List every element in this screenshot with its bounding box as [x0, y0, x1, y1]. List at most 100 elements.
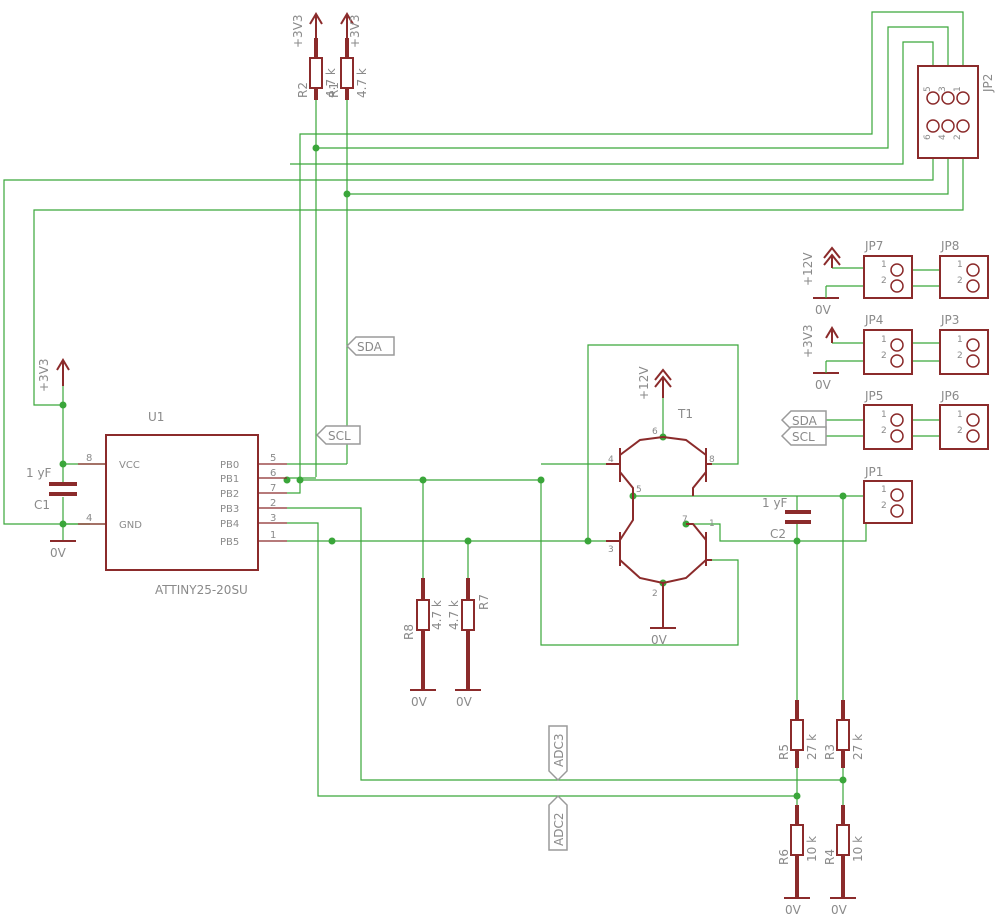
gnd-label-r4: 0V	[831, 903, 848, 917]
t1-pin-5: 5	[636, 485, 642, 495]
supply-3v3-u1: +3V3	[37, 358, 70, 392]
jp5-pin-2: 2	[881, 426, 887, 436]
connector-jp2[interactable]: 5 3 1 6 4 2 JP2	[917, 65, 995, 159]
u1-pin-label-pb4: PB4	[220, 519, 239, 530]
c1-name: C1	[34, 498, 50, 512]
resistor-r7[interactable]: 4.7 k R7	[447, 578, 491, 690]
u1-pin-num-pb0: 5	[270, 453, 276, 464]
jp2-pin-5: 5	[923, 86, 933, 92]
supply-3v3-r2: +3V3	[291, 12, 323, 48]
connector-jp8[interactable]: 1 2 JP8	[939, 239, 989, 299]
r6-value: 10 k	[805, 836, 819, 862]
u1-pin-label-vcc: VCC	[119, 460, 140, 471]
gnd-label-jp4: 0V	[815, 378, 832, 392]
net-adc3-text: ADC3	[552, 734, 566, 767]
jp4-pin-1: 1	[881, 335, 887, 345]
jp5-name: JP5	[864, 389, 883, 403]
r5-value: 27 k	[805, 734, 819, 760]
resistor-r1[interactable]: R1 4.7 k	[327, 38, 369, 100]
connector-jp4[interactable]: 1 2 JP4	[863, 313, 913, 375]
capacitor-c1[interactable]: 1 yF C1	[26, 466, 77, 512]
connector-jp3[interactable]: 1 2 JP3	[939, 313, 989, 375]
connector-jp1[interactable]: 1 2 JP1	[863, 465, 913, 524]
jp2-pin-3: 3	[938, 86, 948, 92]
jp8-pin-2: 2	[957, 276, 963, 286]
r5-name: R5	[777, 744, 791, 760]
net-sda-text: SDA	[357, 340, 383, 354]
u1-pin-num-pb1: 6	[270, 468, 276, 479]
t1-pin-8: 8	[709, 455, 715, 465]
gnd-label-r6: 0V	[785, 903, 802, 917]
connector-jp5[interactable]: 1 2 JP5	[863, 389, 913, 450]
u1-pin-num-vcc: 8	[86, 453, 92, 464]
u1-pin-num-pb3: 2	[270, 498, 276, 509]
r4-value: 10 k	[851, 836, 865, 862]
r2-value: 4.7 k	[324, 68, 338, 98]
u1-name: U1	[148, 410, 164, 424]
jp2-name: JP2	[981, 74, 995, 93]
t1-pin-2: 2	[652, 589, 658, 599]
jp8-pin-1: 1	[957, 260, 963, 270]
net-scl-text: SCL	[328, 429, 351, 443]
r7-value: 4.7 k	[447, 600, 461, 630]
supply-3v3-label-r1: +3V3	[348, 14, 362, 48]
jp7-pin-1: 1	[881, 260, 887, 270]
jp2-pin-2: 2	[953, 134, 963, 140]
net-label-scl-jp5: SCL	[780, 426, 827, 446]
gnd-label-t1: 0V	[651, 633, 668, 647]
connector-jp7[interactable]: 1 2 JP7	[863, 239, 913, 299]
c2-value: 1 yF	[762, 496, 788, 510]
t1-pin-6: 6	[652, 427, 658, 437]
net-adc2-text: ADC2	[552, 813, 566, 846]
supply-12v-t1: +12V	[637, 366, 672, 400]
resistor-r2[interactable]: R2 4.7 k	[296, 38, 338, 100]
resistor-r4[interactable]: R4 10 k	[823, 805, 865, 898]
connector-jp6[interactable]: 1 2 JP6	[939, 389, 989, 450]
u1-chip[interactable]: U1 ATTINY25-20SU VCC 8 GND 4 PB0 5 PB1 6…	[78, 410, 287, 597]
u1-pin-label-pb2: PB2	[220, 489, 239, 500]
supply-12v-label-jp7: +12V	[801, 252, 815, 286]
jp6-pin-2: 2	[957, 426, 963, 436]
jp4-pin-2: 2	[881, 351, 887, 361]
jp3-name: JP3	[940, 313, 959, 327]
net-label-adc3: ADC3	[548, 725, 568, 782]
c2-name: C2	[770, 527, 786, 541]
resistor-r5[interactable]: R5 27 k	[777, 700, 819, 768]
gnd-label-r7: 0V	[456, 695, 473, 709]
r4-name: R4	[823, 849, 837, 865]
resistor-r3[interactable]: R3 27 k	[823, 700, 865, 768]
capacitor-c2[interactable]: 1 yF C2	[762, 496, 811, 541]
supply-3v3-jp4: +3V3	[801, 324, 839, 358]
gnd-label-jp7: 0V	[815, 303, 832, 317]
u1-pin-label-pb0: PB0	[220, 460, 239, 471]
gnd-label-c1: 0V	[50, 546, 67, 560]
jp1-name: JP1	[864, 465, 883, 479]
resistor-r8[interactable]: R8 4.7 k	[402, 578, 444, 690]
supply-12v-jp7: +12V	[801, 246, 841, 286]
u1-pin-label-pb5: PB5	[220, 537, 239, 548]
resistor-r6[interactable]: R6 10 k	[777, 805, 819, 898]
jp2-pin-1: 1	[953, 86, 963, 92]
supply-3v3-label-jp4: +3V3	[801, 324, 815, 358]
net-label-sda-jp5: SDA	[780, 410, 827, 430]
u1-pin-label-gnd: GND	[119, 520, 142, 531]
jp2-pin-4: 4	[938, 134, 948, 140]
r8-value: 4.7 k	[430, 600, 444, 630]
r6-name: R6	[777, 849, 791, 865]
jp7-pin-2: 2	[881, 276, 887, 286]
t1-pin-3: 3	[608, 545, 614, 555]
r1-name: R1	[327, 82, 341, 98]
net-label-scl-main: SCL	[315, 425, 361, 445]
net-sda-jp5-text: SDA	[792, 414, 818, 428]
transistor-t1[interactable]: T1 1 2 3 4 5 6 7 8	[606, 407, 715, 628]
supply-12v-label-t1: +12V	[637, 366, 651, 400]
jp3-pin-2: 2	[957, 351, 963, 361]
net-scl-jp5-text: SCL	[792, 430, 815, 444]
u1-pin-num-pb5: 1	[270, 530, 276, 541]
jp2-pin-6: 6	[923, 134, 933, 140]
t1-pin-4: 4	[608, 455, 614, 465]
r1-value: 4.7 k	[355, 68, 369, 98]
u1-pin-label-pb3: PB3	[220, 504, 239, 515]
gnd-label-r8: 0V	[411, 695, 428, 709]
supply-3v3-label-u1: +3V3	[37, 358, 51, 392]
